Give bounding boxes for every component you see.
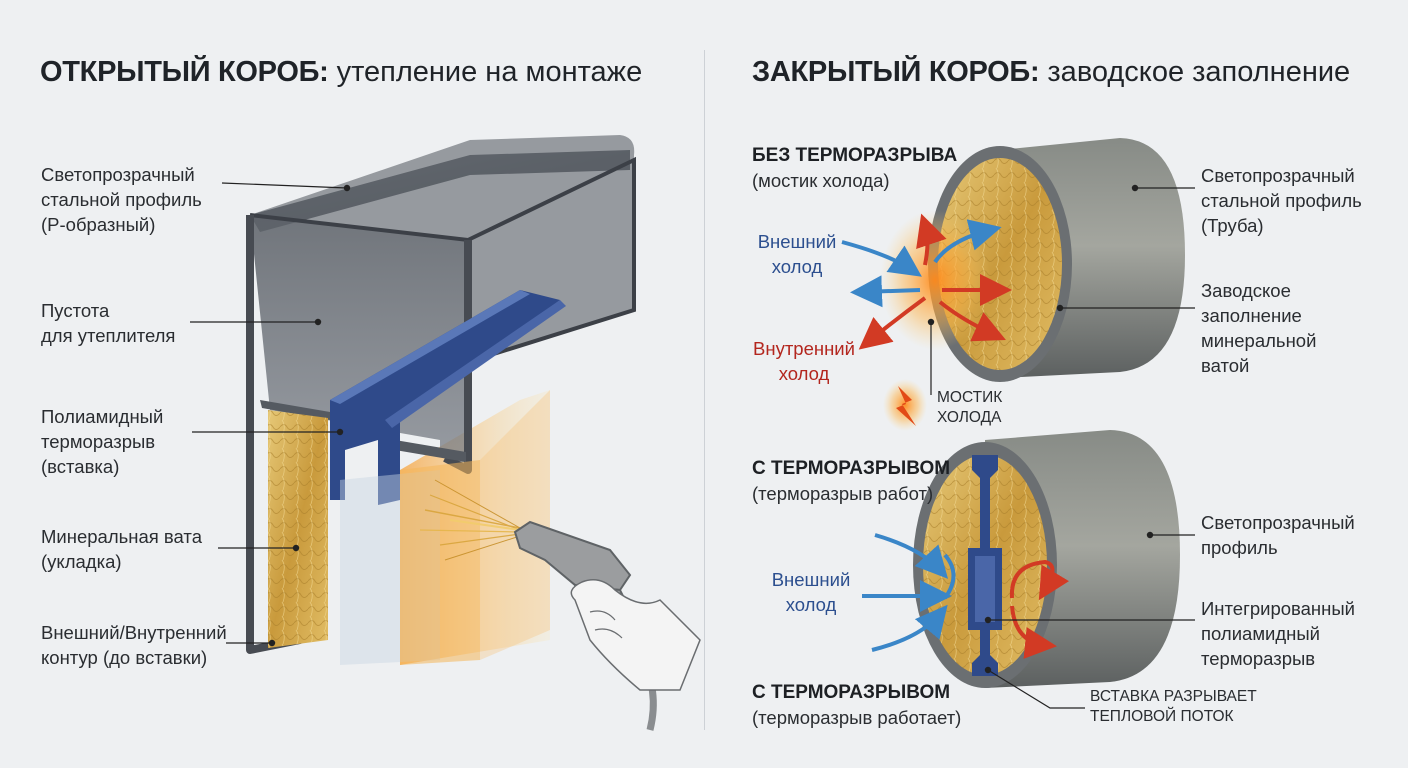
- label-line: стальной профиль: [41, 187, 202, 212]
- label-polyamide-insert: Полиамидный терморазрыв (вставка): [41, 404, 163, 479]
- cold-bridge-label: МОСТИК ХОЛОДА: [937, 388, 1002, 428]
- top-profile-label: Светопрозрачный стальной профиль (Труба): [1201, 163, 1362, 238]
- label-line: (укладка): [41, 549, 202, 574]
- label-mineral-wool: Минеральная вата (укладка): [41, 524, 202, 574]
- label-line: контур (до вставки): [41, 645, 227, 670]
- label-steel-profile: Светопрозрачный стальной профиль (Р-обра…: [41, 162, 202, 237]
- label-line: Заводское: [1201, 278, 1316, 303]
- label-line: МОСТИК: [937, 388, 1002, 408]
- label-line: Светопрозрачный: [1201, 163, 1362, 188]
- bottom-heading-2: С ТЕРМОРАЗРЫВОМ: [752, 682, 950, 704]
- break-note: ВСТАВКА РАЗРЫВАЕТ ТЕПЛОВОЙ ПОТОК: [1090, 687, 1257, 727]
- label-line: холод: [766, 592, 856, 617]
- top-outer-cold: Внешний холод: [752, 229, 842, 279]
- label-line: Внутренний: [746, 336, 862, 361]
- center-divider: [704, 50, 705, 730]
- left-title-bold: ОТКРЫТЫЙ КОРОБ:: [40, 56, 329, 88]
- left-title: ОТКРЫТЫЙ КОРОБ: утепление на монтаже: [40, 56, 642, 89]
- tube-with-break: [913, 430, 1180, 688]
- label-line: Светопрозрачный: [41, 162, 202, 187]
- label-line: для утеплителя: [41, 323, 175, 348]
- top-fill-label: Заводское заполнение минеральной ватой: [1201, 278, 1316, 378]
- bottom-break-label: Интегрированный полиамидный терморазрыв: [1201, 596, 1355, 671]
- label-line: Внешний: [766, 567, 856, 592]
- label-contour: Внешний/Внутренний контур (до вставки): [41, 620, 227, 670]
- top-subheading: (мостик холода): [752, 170, 890, 192]
- right-title-bold: ЗАКРЫТЫЙ КОРОБ:: [752, 56, 1039, 88]
- label-line: (Труба): [1201, 213, 1362, 238]
- bottom-subheading: (терморазрыв работ): [752, 483, 933, 505]
- label-line: терморазрыв: [41, 429, 163, 454]
- right-title: ЗАКРЫТЫЙ КОРОБ: заводское заполнение: [752, 56, 1350, 89]
- bottom-outer-cold: Внешний холод: [766, 567, 856, 617]
- top-inner-cold: Внутренний холод: [746, 336, 862, 386]
- bottom-heading: С ТЕРМОРАЗРЫВОМ: [752, 458, 950, 480]
- label-line: Пустота: [41, 298, 175, 323]
- tube-no-break: [880, 138, 1185, 431]
- label-line: Интегрированный: [1201, 596, 1355, 621]
- left-title-rest: утепление на монтаже: [337, 56, 643, 88]
- label-line: ХОЛОДА: [937, 408, 1002, 428]
- label-line: ВСТАВКА РАЗРЫВАЕТ: [1090, 687, 1257, 707]
- label-cavity: Пустота для утеплителя: [41, 298, 175, 348]
- top-heading: БЕЗ ТЕРМОРАЗРЫВА: [752, 145, 957, 167]
- bottom-profile-label: Светопрозрачный профиль: [1201, 510, 1355, 560]
- label-line: Внешний/Внутренний: [41, 620, 227, 645]
- label-line: Полиамидный: [41, 404, 163, 429]
- label-line: стальной профиль: [1201, 188, 1362, 213]
- label-line: терморазрыв: [1201, 646, 1355, 671]
- label-line: Минеральная вата: [41, 524, 202, 549]
- right-title-rest: заводское заполнение: [1047, 56, 1350, 88]
- label-line: Светопрозрачный: [1201, 510, 1355, 535]
- label-line: Внешний: [752, 229, 842, 254]
- label-line: ТЕПЛОВОЙ ПОТОК: [1090, 707, 1257, 727]
- label-line: заполнение: [1201, 303, 1316, 328]
- label-line: полиамидный: [1201, 621, 1355, 646]
- label-line: холод: [752, 254, 842, 279]
- label-line: (Р-образный): [41, 212, 202, 237]
- label-line: ватой: [1201, 353, 1316, 378]
- label-line: профиль: [1201, 535, 1355, 560]
- label-line: (вставка): [41, 454, 163, 479]
- label-line: минеральной: [1201, 328, 1316, 353]
- label-line: холод: [746, 361, 862, 386]
- bottom-subheading-2: (терморазрыв работает): [752, 707, 961, 729]
